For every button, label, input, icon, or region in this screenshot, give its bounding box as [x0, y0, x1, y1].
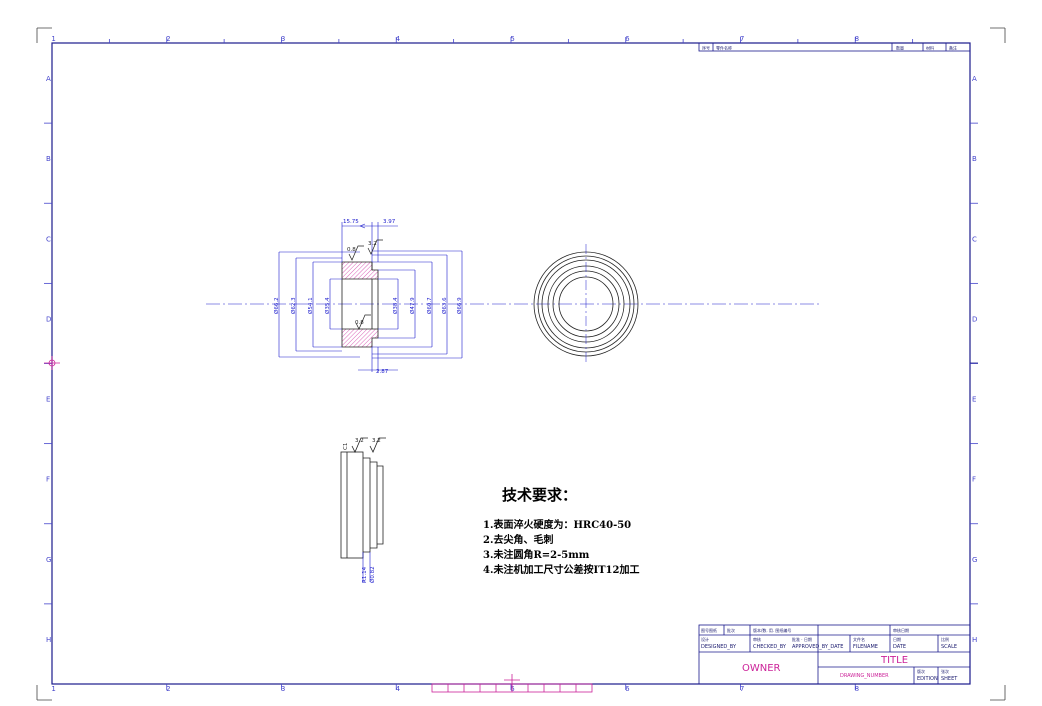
dia-66-9: Ø66.9 [456, 297, 463, 314]
tb-checked-cn: 审核 [753, 636, 761, 642]
zone-col-label-bottom: 4 [396, 685, 401, 693]
title-block [698, 624, 971, 685]
dim-3-97: 3.97 [383, 219, 396, 225]
strip-cell-qty: 数量 [896, 45, 904, 51]
notes-title: 技术要求： [502, 486, 577, 504]
tb-row1-b: 批次 [727, 627, 735, 633]
zone-col-label-top: 1 [51, 35, 55, 43]
dia-62-3: Ø62.3 [290, 297, 297, 314]
zone-col-label-top: 2 [166, 35, 170, 43]
zone-row-label-left: G [46, 556, 51, 564]
tb-approved-en: APPROVED_BY_DATE [792, 644, 843, 650]
tb-sheet-en: SHEET [941, 676, 958, 682]
tb-designed-cn: 设计 [701, 636, 709, 642]
dia-63-6: Ø63.6 [441, 297, 448, 314]
zone-row-label-left: D [46, 315, 51, 323]
zone-row-label-right: E [972, 396, 976, 404]
zone-col-label-bottom: 1 [51, 685, 55, 693]
dia-60-7: Ø60.7 [426, 297, 433, 314]
tb-edition-cn: 版次 [917, 668, 925, 674]
tb-drawing-number: DRAWING_NUMBER [840, 673, 889, 679]
side-roughness-3-2-a: 3.2 [355, 438, 364, 444]
zone-col-label-top: 4 [396, 35, 401, 43]
zone-row-label-right: D [972, 315, 977, 323]
section-hatch-top [341, 261, 379, 280]
section-hatch-bottom [341, 328, 379, 348]
note-item-2: 2.去尖角、毛刺 [483, 533, 553, 546]
strip-cell-name: 零件名称 [716, 45, 732, 51]
side-chamfer-label: C1 [343, 443, 349, 450]
tb-scale-en: SCALE [941, 644, 957, 650]
roughness-0-8-c: 0.8 [355, 320, 364, 326]
drawing-frame [51, 42, 971, 685]
centering-marks [44, 356, 520, 690]
tb-title: TITLE [880, 655, 908, 666]
tb-date-cn: 日期 [893, 636, 901, 642]
zone-col-label-bottom: 5 [510, 685, 514, 693]
note-item-3: 3.未注圆角R=2-5mm [483, 548, 590, 561]
tb-date-en: DATE [893, 644, 906, 650]
zone-col-label-bottom: 3 [281, 685, 285, 693]
dia-38-4: Ø38.4 [392, 297, 399, 314]
tb-filename-cn: 文件名 [853, 636, 865, 642]
zone-row-label-right: F [972, 476, 976, 484]
zone-col-label-top: 3 [281, 35, 285, 43]
tb-filename-en: FILENAME [853, 644, 878, 650]
side-dim-0-82: Ø0.82 [369, 566, 376, 583]
tb-checked-en: CHECKED_BY [753, 644, 787, 650]
zone-row-label-left: B [46, 155, 51, 163]
zone-col-label-top: 7 [740, 35, 744, 43]
zone-col-label-bottom: 8 [855, 685, 859, 693]
tb-row1-c: 版本/数. 用. 图纸编号 [753, 627, 791, 633]
end-view [533, 244, 639, 364]
dia-54-1: Ø54.1 [307, 297, 314, 314]
tb-owner: OWNER [742, 663, 781, 674]
side-dim-r1-14: R1.14 [362, 566, 368, 583]
zone-col-label-top: 8 [855, 35, 859, 43]
dim-2-87: 2.87 [376, 369, 389, 375]
strip-cell-no: 序号 [702, 45, 710, 51]
trim-marks [36, 27, 1006, 701]
dia-35-4: Ø35.4 [324, 297, 331, 314]
zone-row-label-right: H [972, 636, 977, 644]
roughness-3-2: 3.2 [368, 241, 377, 247]
dim-15-75: 15.75 [343, 219, 359, 225]
strip-cell-material: 材料 [926, 45, 934, 51]
zone-row-label-right: C [972, 235, 977, 243]
zone-col-label-top: 6 [625, 35, 630, 43]
bottom-ruler [431, 683, 593, 693]
tb-sheet-cn: 张次 [941, 668, 949, 674]
side-view [340, 437, 386, 582]
dia-47-9: Ø47.9 [409, 297, 416, 314]
zone-col-label-top: 5 [510, 35, 514, 43]
zone-row-label-right: G [972, 556, 977, 564]
side-roughness-3-2-b: 3.2 [372, 438, 381, 444]
zone-row-label-left: A [46, 75, 51, 83]
note-item-1: 1.表面淬火硬度为：HRC40-50 [483, 518, 631, 531]
tb-approved-cn: 批准 · 日期 [792, 636, 812, 642]
tb-scale-cn: 比例 [941, 636, 949, 642]
zone-row-label-left: H [46, 636, 51, 644]
zone-row-label-right: A [972, 75, 977, 83]
zone-row-label-left: C [46, 235, 51, 243]
note-item-4: 4.未注机加工尺寸公差按IT12加工 [483, 563, 639, 576]
roughness-0-8-a: 0.8 [347, 247, 356, 253]
dia-66-2: Ø66.2 [273, 297, 280, 314]
zone-row-label-left: E [46, 396, 50, 404]
tb-designed-en: DESIGNED_BY [701, 644, 737, 650]
section-view: 15.75 3.97 2.87 0.8 3.2 0.8 Ø66.2 Ø62.3 … [206, 219, 820, 375]
parts-list-strip [698, 42, 971, 52]
zone-col-label-bottom: 2 [166, 685, 170, 693]
zone-col-label-bottom: 7 [740, 685, 744, 693]
tb-edition-en: EDITION [917, 676, 938, 682]
tb-row1-a: 图号图纸 [701, 627, 717, 633]
strip-cell-remark: 备注 [949, 45, 957, 51]
zone-row-label-right: B [972, 155, 977, 163]
zone-row-label-left: F [46, 476, 50, 484]
tb-row1-d: 审核日期 [893, 627, 909, 633]
zone-col-label-bottom: 6 [625, 685, 630, 693]
